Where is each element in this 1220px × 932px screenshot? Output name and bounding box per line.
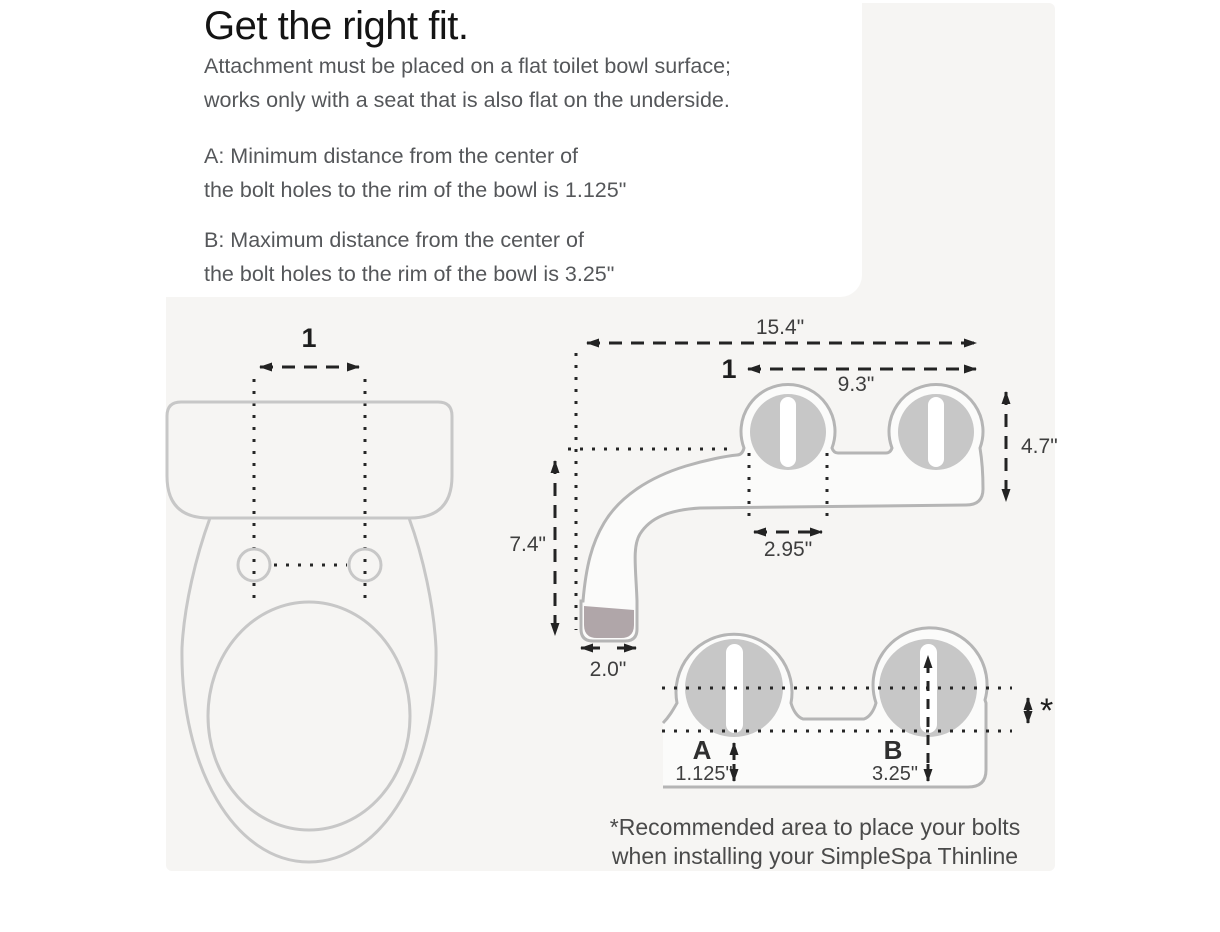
arm-drop-label: 7.4" (509, 533, 546, 556)
toilet-bolt-span-dimension-label: 1 (301, 323, 316, 353)
attachment-depth-label: 4.7" (1021, 435, 1058, 458)
toilet-bowl-inner-rim (206, 600, 412, 832)
footnote-line-1: *Recommended area to place your bolts (609, 814, 1021, 840)
attachment-bolt-span-dimension-label: 1 (721, 354, 736, 384)
note-b-line-2: the bolt holes to the rim of the bowl is… (204, 261, 615, 286)
label-a: A (693, 735, 712, 765)
bolt-zone-asterisk: * (1040, 692, 1053, 730)
max-distance-label: 3.25" (872, 763, 918, 785)
intro-line-1: Attachment must be placed on a flat toil… (204, 54, 732, 78)
attachment-dimension-diagram: 15.4" 1 9.3" 4.7" 2.95" 7.4" (509, 316, 1057, 681)
toilet-bolt-hole-right (347, 547, 383, 583)
toilet-tank-outline (165, 400, 454, 520)
note-a-text: A: Minimum distance from the center of t… (204, 140, 626, 207)
toilet-bowl-outline (180, 517, 438, 864)
note-b-text: B: Maximum distance from the center of t… (204, 224, 614, 291)
dial-width-label: 2.95" (764, 538, 812, 561)
min-distance-label: 1.125" (675, 763, 732, 785)
attachment-inlet-cap (584, 606, 634, 638)
attachment-dial-right-slot (928, 397, 944, 467)
toilet-top-view-diagram: 1 (165, 323, 454, 864)
intro-text: Attachment must be placed on a flat toil… (204, 50, 731, 117)
footnote-line-2: when installing your SimpleSpa Thinline (611, 843, 1019, 869)
footnote: *Recommended area to place your bolts wh… (570, 813, 1060, 871)
info-card: Get the right fit. Attachment must be pl… (0, 0, 862, 297)
page-title: Get the right fit. (204, 4, 469, 48)
bolt-zoom-casing-outline (661, 626, 989, 789)
attachment-bolt-span-label: 9.3" (838, 373, 875, 396)
cap-width-label: 2.0" (590, 658, 627, 681)
bolt-placement-zoom-diagram: * A 1.125" B 3.25" (661, 626, 1053, 789)
toilet-bolt-hole-left (236, 547, 272, 583)
note-a-line-2: the bolt holes to the rim of the bowl is… (204, 177, 627, 202)
note-b-line-1: B: Maximum distance from the center of (204, 228, 584, 252)
note-a-line-1: A: Minimum distance from the center of (204, 144, 579, 168)
attachment-dial-left-slot (780, 397, 796, 467)
intro-line-2: works only with a seat that is also flat… (204, 87, 730, 112)
attachment-total-width-label: 15.4" (756, 316, 804, 339)
label-b: B (884, 735, 903, 765)
